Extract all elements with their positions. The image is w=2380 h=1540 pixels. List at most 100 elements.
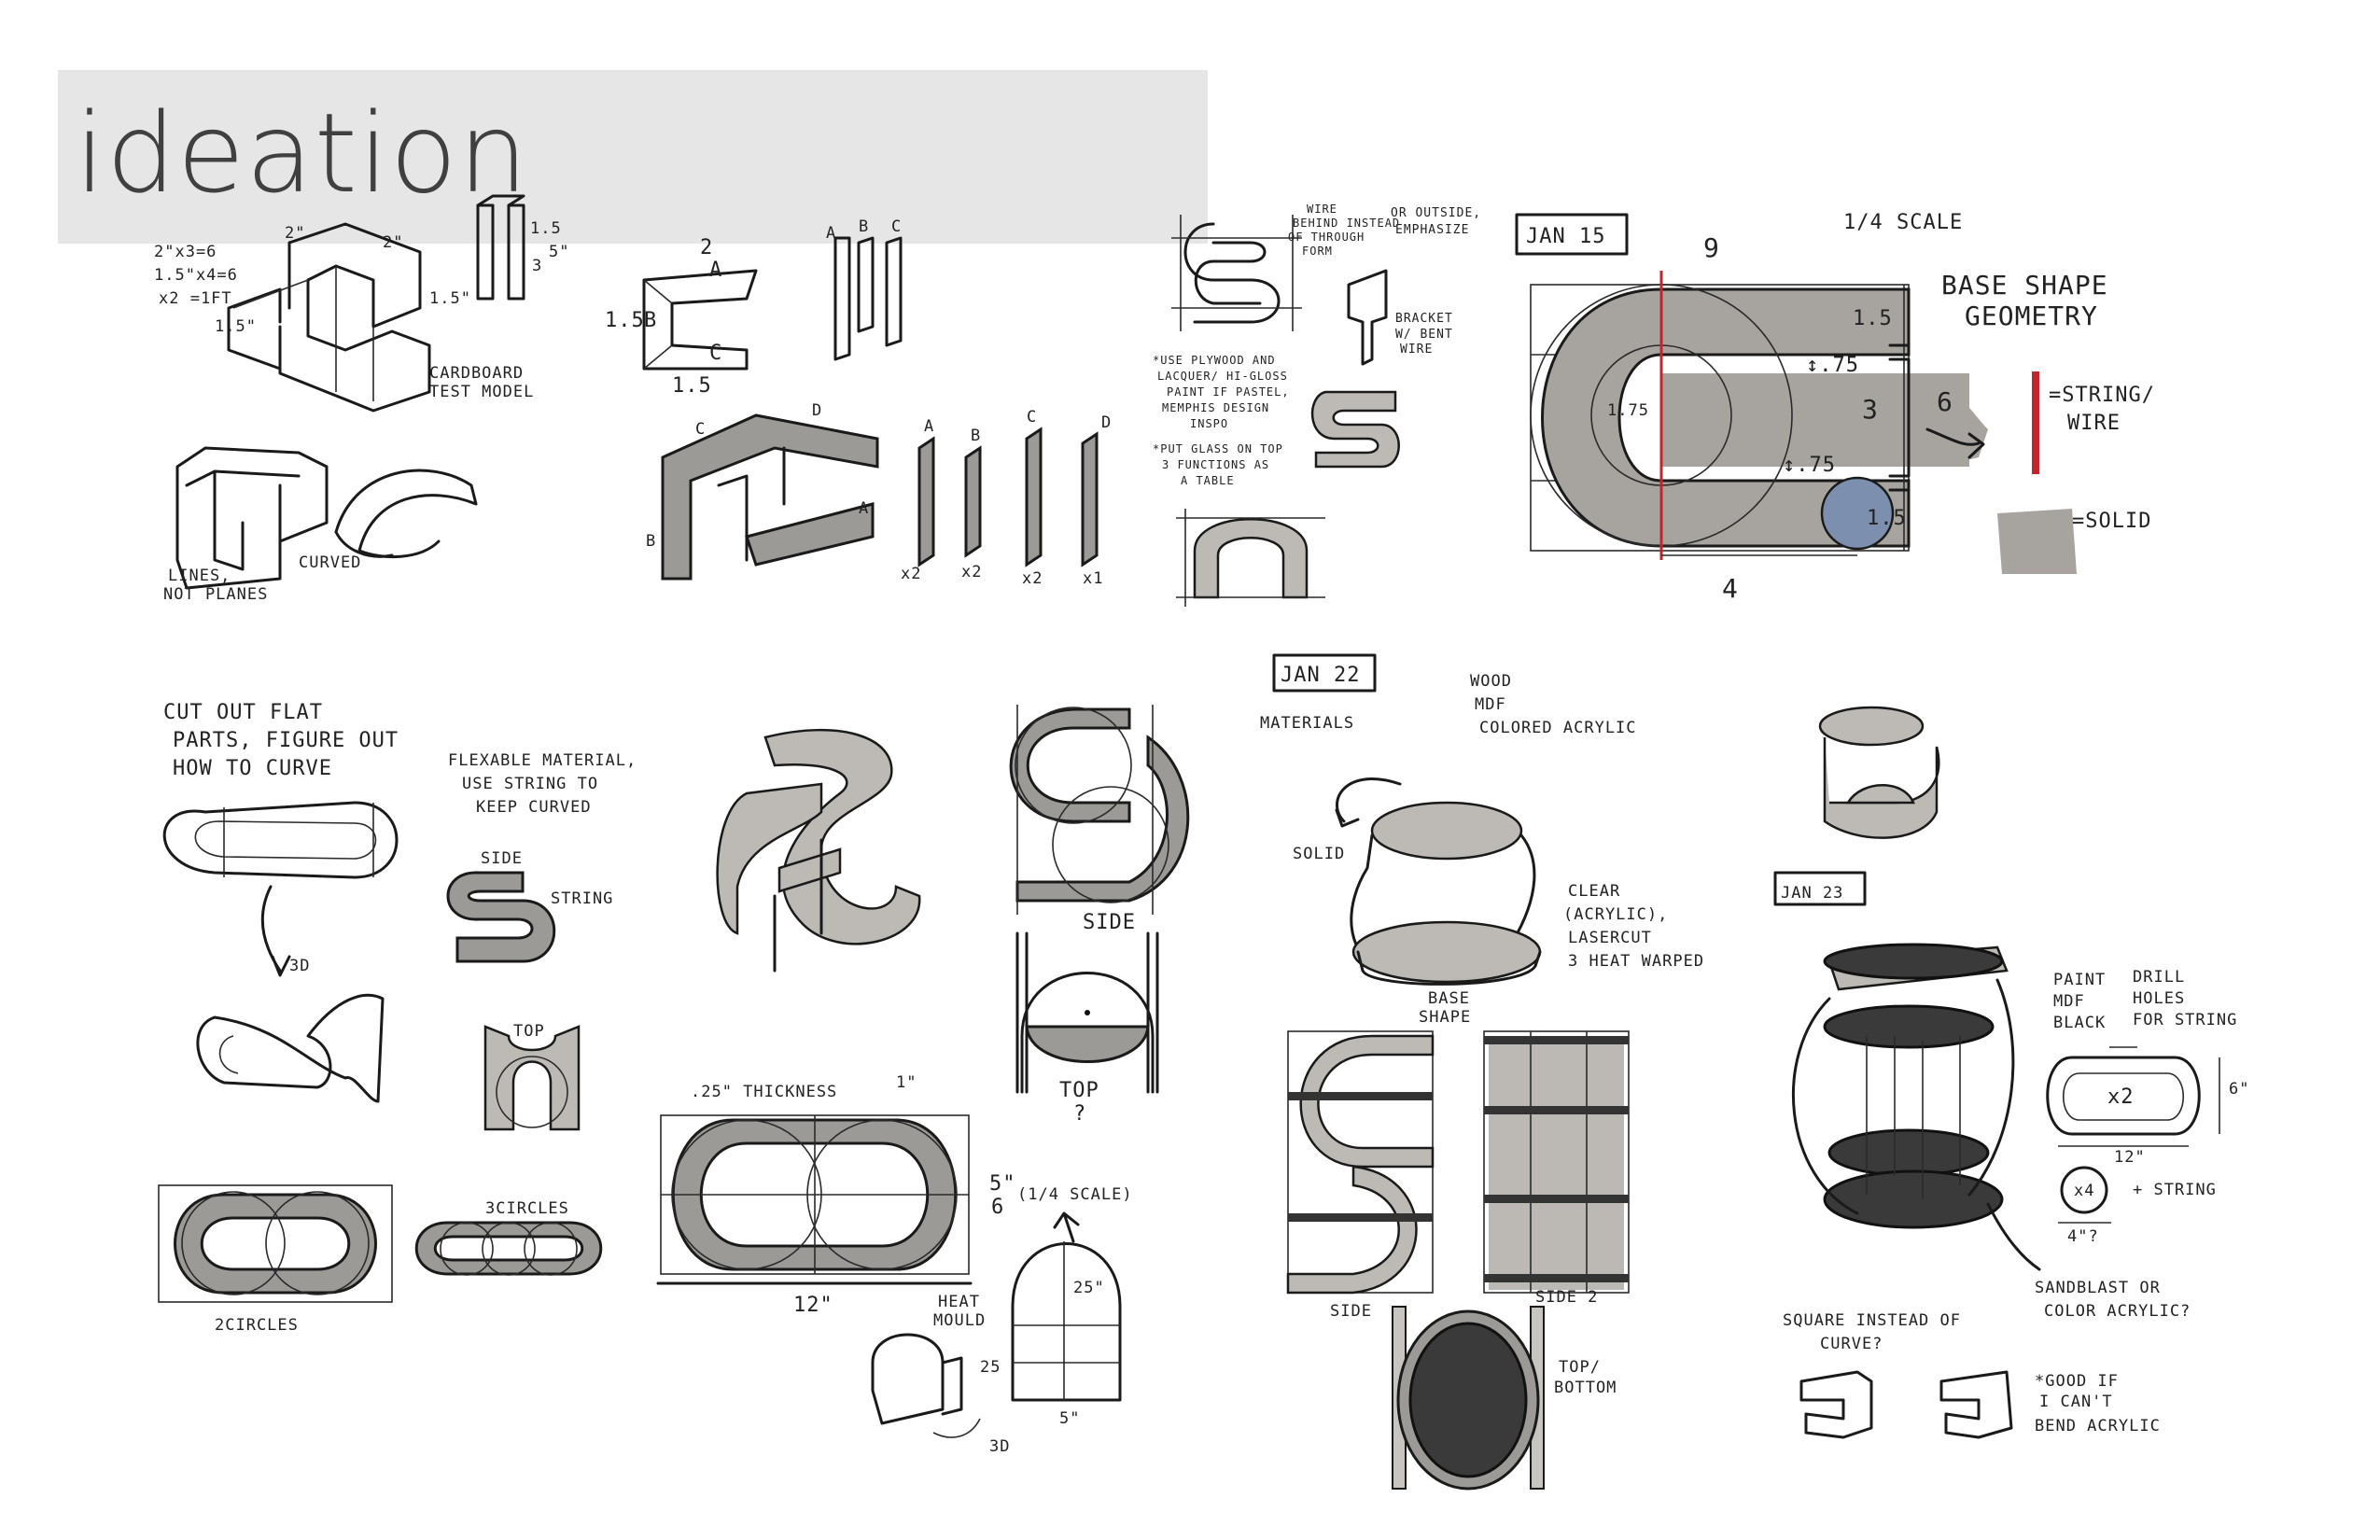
note-heat-mould-1: HEAT — [938, 1293, 980, 1311]
qty-x2-a: x2 — [901, 565, 921, 583]
u-top-view-sketch — [1015, 931, 1159, 1094]
note-sandblast-1: SANDBLAST OR — [2035, 1279, 2161, 1297]
cardboard-test-model-sketch — [227, 222, 431, 413]
c-shape-pieces-sketch — [917, 427, 1099, 567]
dim-15-top: 1.5 — [1853, 307, 1893, 330]
note-lines-1: LINES, — [168, 567, 231, 585]
label-top-u: TOP — [513, 1022, 545, 1041]
note-paint-3: BLACK — [2053, 1014, 2106, 1032]
dim-6-oval: 6 — [991, 1196, 1004, 1219]
label-b-part: B — [859, 217, 869, 236]
label-d-piece: D — [1101, 413, 1112, 432]
dim-15-left: 1.5" — [215, 317, 257, 336]
dim-4: 4 — [1722, 573, 1739, 604]
label-three-circles: 3CIRCLES — [485, 1199, 569, 1218]
note-base-shape-2: GEOMETRY — [1965, 301, 2098, 331]
small-stool-sketch — [1818, 706, 1940, 839]
dim-2-c: 2 — [700, 236, 713, 259]
note-glass-3: A TABLE — [1181, 474, 1235, 487]
frame-sketch-lines — [175, 446, 478, 590]
stool-3d-sketch — [1335, 777, 1542, 986]
jan15-date-box — [1515, 213, 1629, 256]
note-clear-3: LASERCUT — [1568, 929, 1652, 947]
label-top-view-q: ? — [1073, 1102, 1086, 1126]
note-plywood-4: MEMPHIS DESIGN — [1162, 401, 1269, 414]
dim-4-circle: 4"? — [2067, 1227, 2099, 1246]
dim-12-oval: 12" — [793, 1294, 833, 1317]
two-circles-pill-sketch — [158, 1184, 393, 1303]
dim-15-c-bottom: 1.5 — [672, 374, 712, 398]
three-circles-pill-sketch — [414, 1221, 603, 1276]
u-shape-small-sketch — [1176, 509, 1325, 607]
dim-6: 6 — [1937, 386, 1953, 417]
s-side-sketch — [446, 871, 556, 963]
label-side-s: SIDE — [481, 849, 523, 868]
label-3d-mould: 3D — [989, 1437, 1010, 1456]
dim-5-mould: 5" — [1059, 1409, 1080, 1428]
note-thickness: .25" THICKNESS — [691, 1083, 837, 1101]
legend-wire-swatch — [2032, 371, 2039, 474]
note-plywood-5: INSPO — [1190, 417, 1228, 430]
note-top-bottom-1: TOP/ — [1559, 1358, 1601, 1377]
note-outside-1: OR OUTSIDE, — [1391, 206, 1481, 220]
note-cardboard-1: CARDBOARD — [429, 364, 524, 383]
s-wire-sketch — [1171, 215, 1302, 331]
dim-9: 9 — [1703, 232, 1720, 263]
note-mdf: MDF — [1475, 695, 1506, 714]
note-lines-2: NOT PLANES — [163, 585, 268, 604]
dim-12-pill: 12" — [2114, 1148, 2146, 1167]
page-title: ideation — [75, 89, 529, 217]
c-shape-parts-sketch — [833, 236, 903, 361]
label-two-circles: 2CIRCLES — [215, 1316, 299, 1335]
label-side-1: SIDE — [1330, 1302, 1372, 1321]
knot-3d-sketch — [716, 728, 921, 973]
pill-flat-sketch — [162, 801, 399, 977]
note-flexable-1: FLEXABLE MATERIAL, — [448, 751, 637, 770]
label-3d: 3D — [289, 957, 310, 975]
c-shape-flat-sketch — [642, 269, 758, 371]
note-clear-2: (ACRYLIC), — [1563, 905, 1668, 924]
note-calc-1: 2"x3=6 — [154, 243, 217, 261]
jan23-date-box — [1773, 871, 1867, 906]
note-drill-3: FOR STRING — [2133, 1011, 2237, 1029]
square-s-sketch — [1799, 1370, 2013, 1439]
note-glass-2: 3 FUNCTIONS AS — [1162, 458, 1269, 471]
note-drill-1: DRILL — [2133, 968, 2185, 987]
note-clear-1: CLEAR — [1568, 882, 1620, 901]
note-solid: SOLID — [1293, 845, 1345, 863]
note-wire-2: BEHIND INSTEAD — [1293, 217, 1400, 230]
legend-solid: =SOLID — [2072, 510, 2151, 533]
note-colored-acrylic: COLORED ACRYLIC — [1479, 719, 1637, 737]
dim-2-left: 2" — [285, 224, 305, 243]
note-scale-oval: (1/4 SCALE) — [1017, 1185, 1133, 1204]
dim-175: 1.75 — [1607, 401, 1649, 420]
jan23-date: JAN 23 — [1781, 884, 1843, 903]
dim-25-side: 25 — [980, 1358, 1001, 1377]
note-cut-out-1: CUT OUT FLAT — [163, 701, 323, 724]
dim-2-right: 2" — [383, 233, 403, 252]
note-base-shape-1: BASE SHAPE — [1941, 270, 2108, 301]
qty-x1-d: x1 — [1083, 569, 1103, 588]
note-good-if-3: BEND ACRYLIC — [2035, 1417, 2161, 1435]
dim-15-right: 1.5" — [429, 289, 471, 308]
note-flexable-3: KEEP CURVED — [476, 798, 592, 817]
note-materials: MATERIALS — [1260, 714, 1354, 733]
label-x4: x4 — [2074, 1182, 2094, 1200]
dim-15-rod: 1.5 — [530, 219, 562, 238]
note-cardboard-2: TEST MODEL — [429, 383, 534, 401]
label-d-3d: D — [812, 401, 822, 420]
note-heat-mould-2: MOULD — [933, 1311, 986, 1330]
qty-x2-c: x2 — [1022, 569, 1043, 588]
note-wire-1: WIRE — [1307, 203, 1337, 216]
label-side-2: SIDE 2 — [1535, 1288, 1598, 1307]
dim-75-bottom: ↕.75 — [1783, 454, 1836, 477]
note-outside-2: EMPHASIZE — [1395, 223, 1469, 237]
note-plywood-3: PAINT IF PASTEL, — [1167, 385, 1290, 399]
jan22-date-box — [1272, 653, 1377, 693]
note-glass-1: *PUT GLASS ON TOP — [1153, 442, 1283, 455]
jan15-base-shape-diagram — [1530, 271, 1988, 560]
title-band: ideation — [58, 70, 1208, 244]
c-shape-3d-sketch — [661, 413, 879, 581]
label-string: STRING — [551, 889, 613, 908]
note-paint-1: PAINT — [2053, 971, 2106, 989]
